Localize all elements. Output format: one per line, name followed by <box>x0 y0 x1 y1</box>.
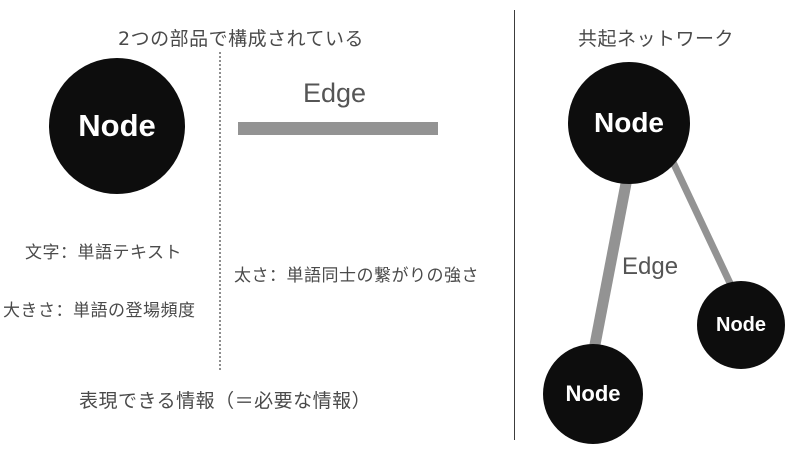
edge-attribute-thickness: 太さ：単語同士の繋がりの強さ <box>234 266 479 286</box>
left-panel-caption: 表現できる情報（＝必要な情報） <box>79 390 372 412</box>
right-panel-title: 共起ネットワーク <box>578 28 735 50</box>
network-node-main-label: Node <box>594 107 664 138</box>
node-legend-circle: Node <box>49 58 185 194</box>
panel-divider <box>514 10 515 440</box>
edge-legend-bar <box>238 122 438 135</box>
network-node-right[interactable]: Node <box>697 281 785 369</box>
network-edge-label: Edge <box>622 253 679 280</box>
network-edge-thick <box>587 166 635 357</box>
node-legend-label: Node <box>78 108 156 143</box>
network-node-right-label: Node <box>716 313 766 336</box>
node-attribute-text: 文字：単語テキスト <box>25 243 182 263</box>
left-panel-title: 2つの部品で構成されている <box>118 28 365 50</box>
network-node-left[interactable]: Node <box>543 344 643 444</box>
edge-legend-label: Edge <box>303 78 367 108</box>
network-node-left-label: Node <box>565 381 621 406</box>
dotted-divider <box>219 52 221 370</box>
network-node-main[interactable]: Node <box>568 62 690 184</box>
network-edge-thin <box>668 158 741 300</box>
node-attribute-size: 大きさ：単語の登場頻度 <box>3 301 196 321</box>
network-graph-edges <box>587 158 741 357</box>
